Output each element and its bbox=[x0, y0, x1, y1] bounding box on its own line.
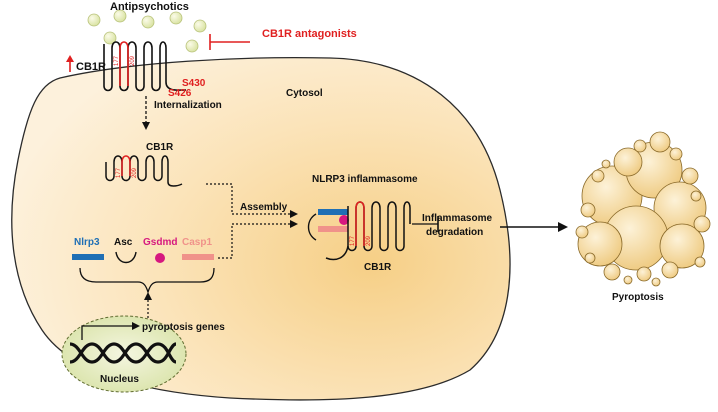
casp1-bar bbox=[182, 254, 214, 260]
cb1r-complex-highlight bbox=[355, 201, 365, 246]
cb1r-internal-label: CB1R bbox=[146, 142, 174, 153]
s430-label: S430 bbox=[182, 78, 206, 89]
antipsychotic-ball bbox=[87, 13, 101, 27]
pyroptotic-bubble bbox=[613, 147, 643, 177]
complex-gsdmd-dot bbox=[339, 215, 349, 225]
antipsychotic-ball bbox=[103, 31, 117, 45]
gsdmd-dot bbox=[155, 253, 165, 263]
pyroptosis-genes-label: pyroptosis genes bbox=[142, 322, 225, 333]
residue-177: 177 bbox=[114, 55, 120, 66]
internalization-label: Internalization bbox=[154, 100, 222, 111]
pyroptotic-bubble bbox=[633, 139, 647, 153]
pyroptotic-bubble bbox=[690, 190, 702, 202]
pyroptotic-bubble bbox=[623, 275, 633, 285]
residue-209-complex: 209 bbox=[366, 235, 372, 246]
residue-209: 209 bbox=[130, 55, 136, 66]
assembly-path-top-head bbox=[290, 210, 298, 218]
antipsychotic-ball bbox=[169, 11, 183, 25]
cb1r-complex-tail bbox=[325, 245, 349, 261]
complex-asc-shape bbox=[307, 213, 317, 241]
antipsychotic-ball bbox=[185, 39, 199, 53]
pyroptotic-bubble bbox=[636, 266, 652, 282]
complex-nlrp3-bar bbox=[318, 209, 348, 215]
antipsychotic-ball bbox=[193, 19, 207, 33]
antipsychotic-ball bbox=[113, 9, 127, 23]
antipsychotic-ball bbox=[141, 15, 155, 29]
nlrp3-bar bbox=[72, 254, 104, 260]
s426-label: S426 bbox=[168, 88, 192, 99]
cell-membrane bbox=[11, 56, 511, 401]
pyroptosis-arrow-head bbox=[558, 222, 568, 232]
pyroptotic-bubble bbox=[681, 167, 699, 185]
pyroptotic-bubble bbox=[580, 202, 596, 218]
antipsychotic-molecules bbox=[87, 9, 207, 53]
gsdmd-label: Gsdmd bbox=[143, 237, 177, 248]
inflammasome-degradation-label-2: degradation bbox=[426, 227, 483, 238]
assembly-path-bottom bbox=[218, 223, 292, 259]
dna-helix bbox=[69, 342, 177, 364]
assembly-label: Assembly bbox=[240, 202, 288, 213]
pyroptotic-cell bbox=[575, 131, 711, 287]
asc-shape bbox=[115, 251, 137, 264]
pyroptotic-bubble bbox=[693, 215, 711, 233]
pyroptotic-bubble bbox=[601, 159, 611, 169]
casp1-label: Casp1 bbox=[182, 237, 212, 248]
residue-177-complex: 177 bbox=[350, 235, 356, 246]
pyroptotic-bubble bbox=[603, 263, 621, 281]
pyroptotic-bubble bbox=[591, 169, 605, 183]
pyroptotic-bubble bbox=[584, 252, 596, 264]
pyroptotic-bubble bbox=[661, 261, 679, 279]
nlrp3-label: Nlrp3 bbox=[74, 237, 100, 248]
cb1r-internalized bbox=[105, 155, 183, 187]
cytosol-label: Cytosol bbox=[286, 88, 323, 99]
cb1r-membrane-receptor bbox=[103, 41, 187, 92]
cb1r-complex-label: CB1R bbox=[364, 262, 392, 273]
asc-label: Asc bbox=[114, 237, 133, 248]
assembly-path-top bbox=[206, 183, 292, 215]
residue-177-internal: 177 bbox=[116, 167, 122, 178]
promoter-arrow-head bbox=[132, 322, 140, 330]
complex-casp1-bar bbox=[318, 226, 348, 232]
nucleus-label: Nucleus bbox=[100, 374, 139, 385]
cb1r-internal-highlight bbox=[121, 155, 131, 176]
pyroptotic-bubble bbox=[651, 277, 661, 287]
assembly-path-bottom-head bbox=[290, 220, 298, 228]
cb1r-highlight-tm bbox=[119, 41, 129, 86]
pyroptotic-bubble bbox=[649, 131, 671, 153]
pyroptotic-bubble bbox=[669, 147, 683, 161]
expression-arrow-head bbox=[144, 292, 152, 300]
antagonists-label: CB1R antagonists bbox=[262, 28, 357, 40]
pyroptosis-label: Pyroptosis bbox=[612, 292, 664, 303]
internalization-arrow-head bbox=[142, 122, 150, 130]
pyroptotic-bubble bbox=[575, 225, 589, 239]
promoter-arrow bbox=[81, 325, 134, 340]
upregulation-arrow-head bbox=[66, 55, 74, 62]
residue-209-internal: 209 bbox=[132, 167, 138, 178]
pyroptotic-bubble bbox=[659, 223, 705, 269]
cb1r-membrane-label: CB1R bbox=[76, 61, 106, 73]
antipsychotics-label: Antipsychotics bbox=[110, 1, 189, 13]
pyroptotic-bubble bbox=[694, 256, 706, 268]
inflammasome-degradation-label-1: Inflammasome bbox=[422, 213, 492, 224]
nlrp3-inflammasome-label: NLRP3 inflammasome bbox=[312, 174, 418, 185]
